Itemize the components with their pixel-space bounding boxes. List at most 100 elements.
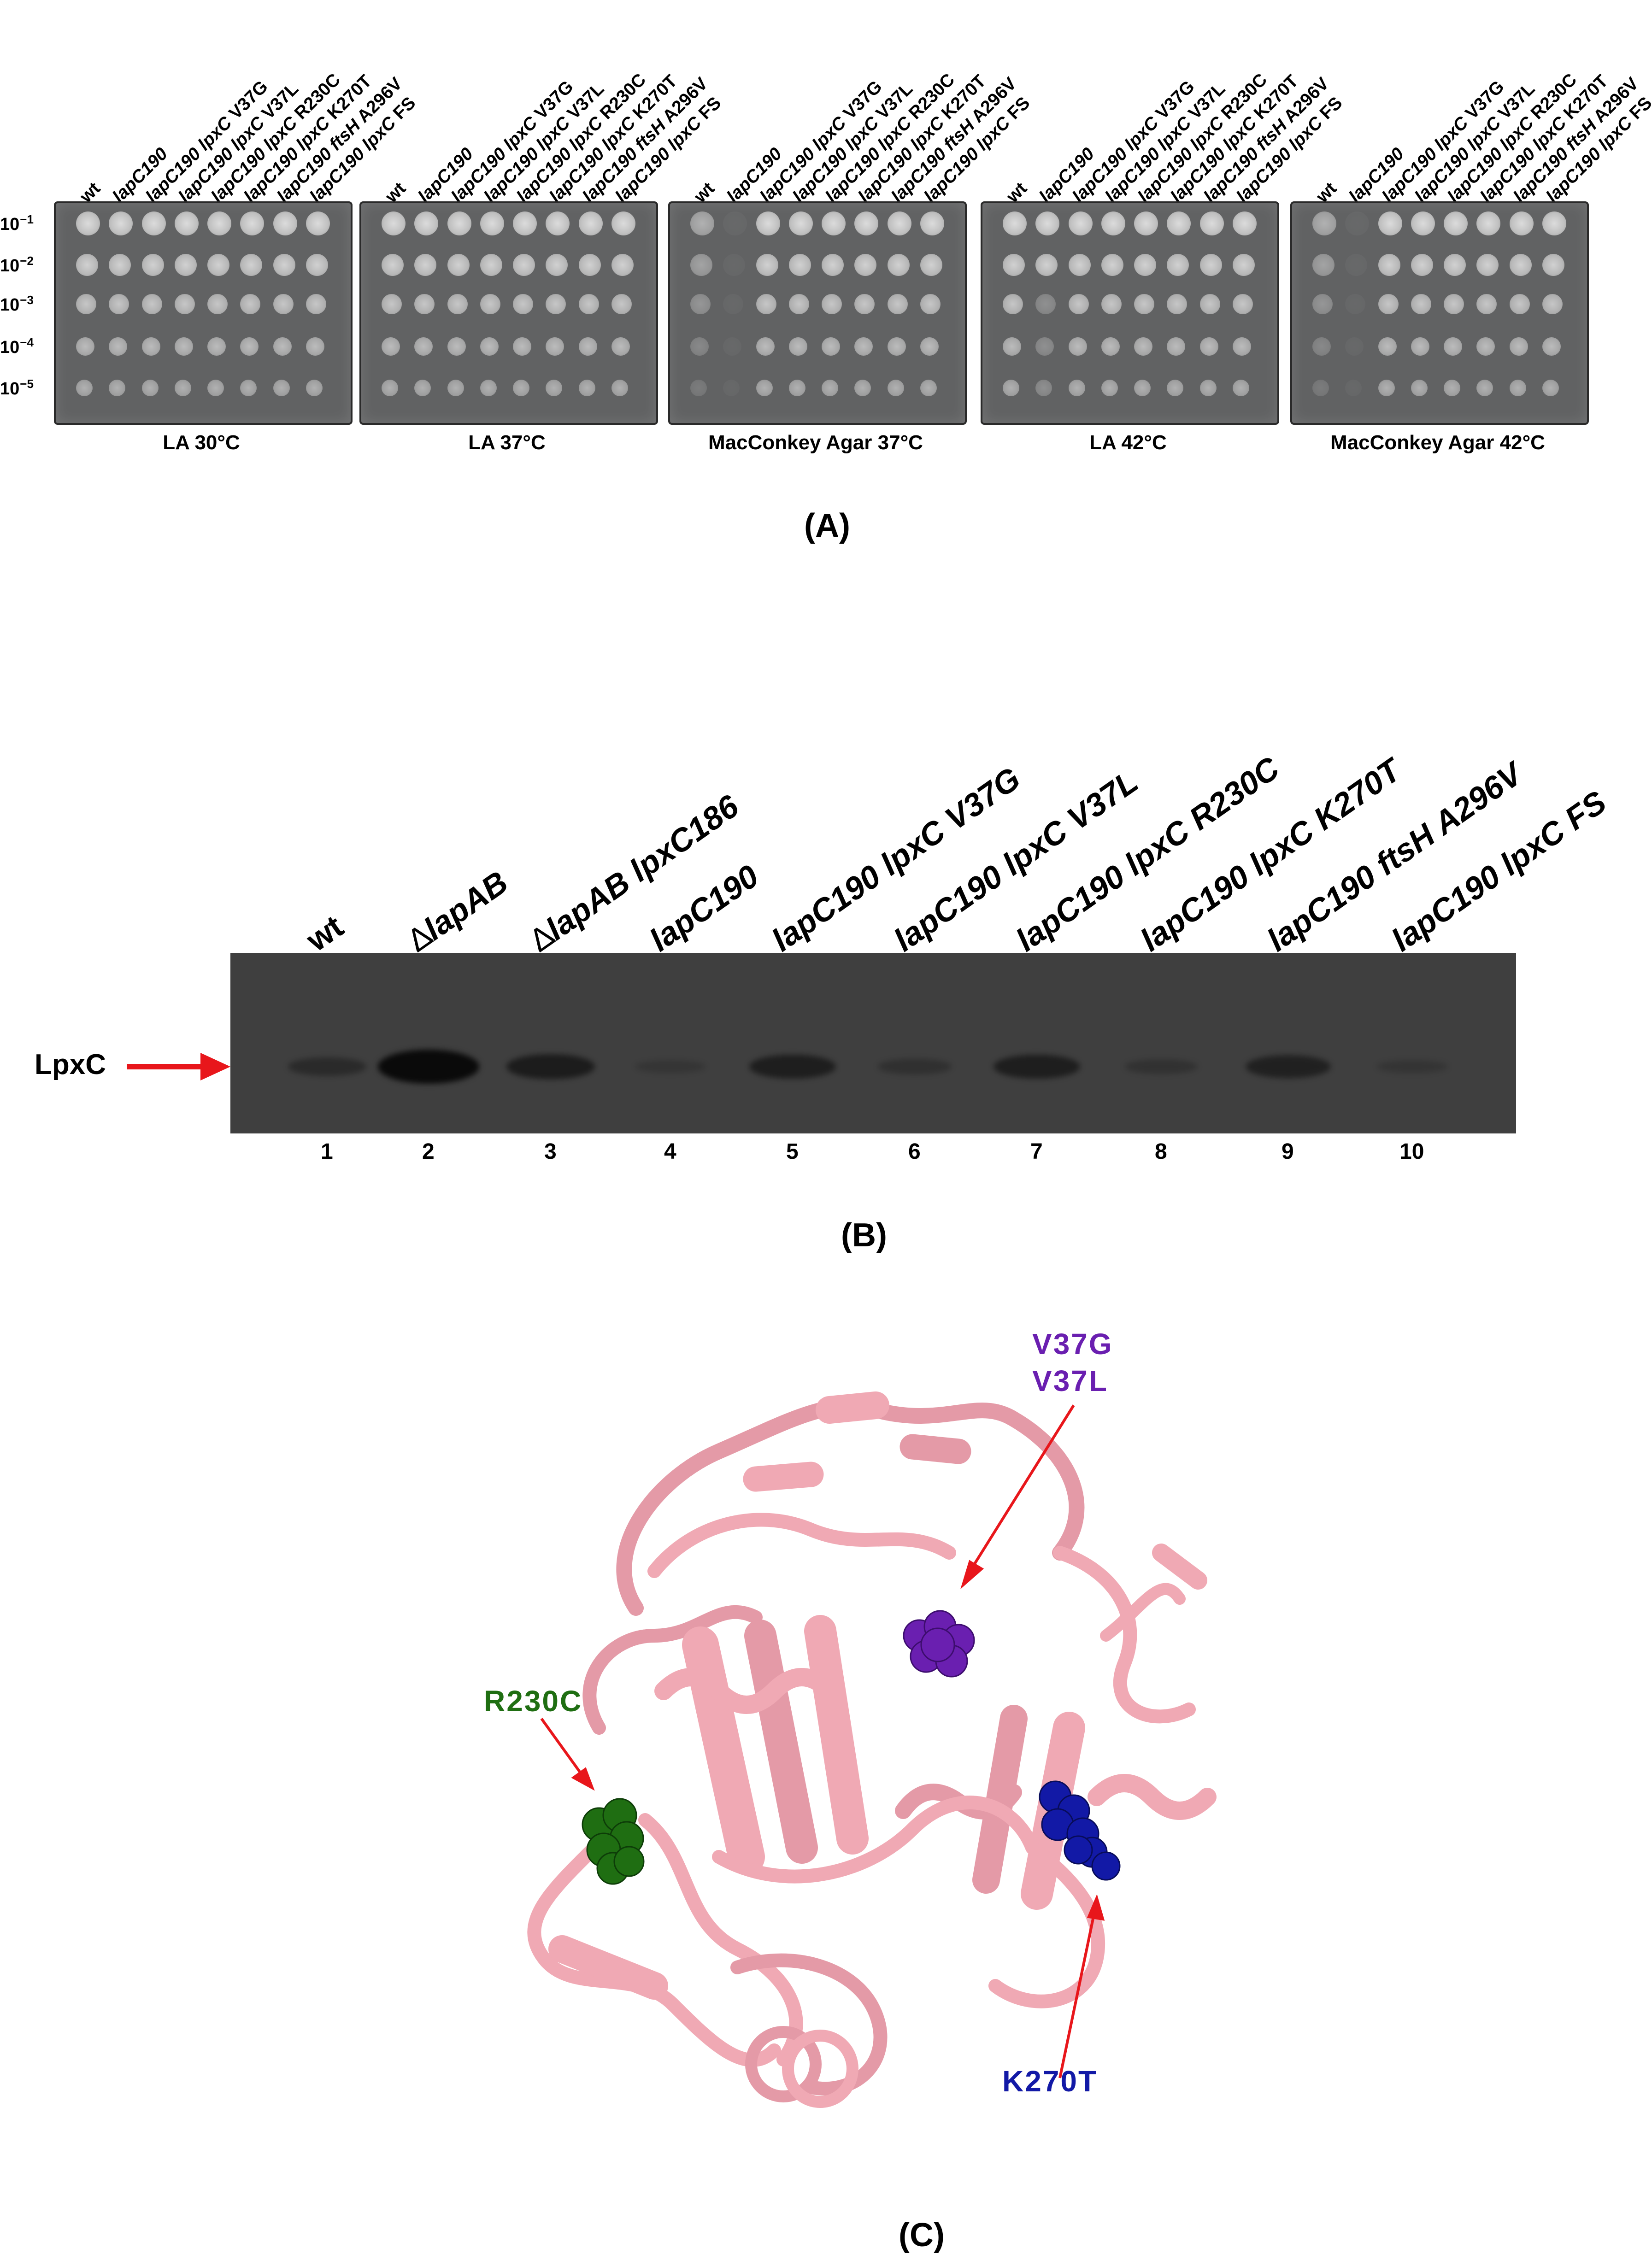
- colony-spot: [480, 294, 500, 314]
- colony-spot: [1199, 254, 1222, 276]
- colony-spot: [174, 211, 199, 235]
- colony-spot: [1068, 380, 1085, 396]
- western-band: [506, 1054, 595, 1080]
- colony-spot: [1232, 380, 1249, 396]
- colony-spot: [546, 294, 566, 314]
- colony-spot: [1444, 337, 1462, 356]
- lpxc-protein-structure: [527, 1391, 1217, 2108]
- v37g-label: V37G: [1032, 1327, 1113, 1361]
- colony-spot: [382, 294, 402, 314]
- colony-spot: [788, 337, 807, 356]
- colony-spot: [414, 254, 437, 276]
- colony-spot: [1378, 380, 1395, 396]
- lpxc-label: LpxC: [35, 1049, 106, 1080]
- colony-spot: [1312, 211, 1336, 235]
- colony-spot: [273, 254, 295, 276]
- colony-spot: [109, 211, 133, 235]
- colony-spot: [1444, 211, 1468, 235]
- colony-spot: [788, 254, 811, 276]
- colony-spot: [854, 294, 875, 314]
- colony-spot: [1378, 337, 1397, 356]
- colony-spot: [1476, 211, 1501, 235]
- colony-spot: [382, 337, 400, 356]
- colony-spot: [756, 294, 776, 314]
- colony-spot: [1378, 294, 1399, 314]
- colony-spot: [1068, 211, 1093, 235]
- colony-spot: [723, 337, 742, 356]
- colony-spot: [1411, 211, 1435, 235]
- colony-spot: [1444, 254, 1466, 276]
- colony-spot: [1134, 294, 1154, 314]
- colony-spot: [382, 211, 406, 235]
- lane-number: 9: [1282, 1139, 1294, 1164]
- colony-spot: [1199, 337, 1218, 356]
- colony-spot: [1232, 211, 1257, 235]
- lane-label: lapC190 lpxC FS: [1385, 784, 1613, 958]
- lane-number: 4: [664, 1139, 676, 1164]
- lane-number: 10: [1399, 1139, 1424, 1164]
- colony-spot: [578, 211, 603, 235]
- colony-spot: [887, 254, 910, 276]
- colony-spot: [1509, 380, 1526, 396]
- colony-spot: [240, 380, 257, 396]
- colony-spot: [1476, 254, 1499, 276]
- colony-spot: [1035, 337, 1054, 356]
- colony-spot: [1312, 337, 1331, 356]
- colony-spot: [480, 380, 497, 396]
- lane-label: wt: [300, 908, 350, 958]
- colony-spot: [723, 294, 744, 314]
- colony-spot: [273, 380, 290, 396]
- colony-spot: [447, 294, 468, 314]
- colony-spot: [447, 337, 466, 356]
- colony-spot: [1101, 337, 1120, 356]
- colony-spot: [1345, 294, 1366, 314]
- western-band: [993, 1054, 1081, 1079]
- colony-spot: [887, 294, 908, 314]
- colony-spot: [756, 337, 775, 356]
- colony-spot: [207, 254, 229, 276]
- colony-spot: [414, 211, 439, 235]
- lane-number: 7: [1030, 1139, 1043, 1164]
- colony-spot: [480, 337, 499, 356]
- colony-spot: [1068, 254, 1091, 276]
- colony-spot: [1378, 211, 1402, 235]
- colony-spot: [1542, 211, 1566, 235]
- colony-spot: [1378, 254, 1400, 276]
- western-band: [288, 1057, 366, 1076]
- colony-spot: [306, 380, 323, 396]
- colony-spot: [1509, 254, 1532, 276]
- colony-spot: [1167, 337, 1186, 356]
- colony-spot: [76, 337, 94, 356]
- colony-spot: [207, 211, 231, 235]
- colony-spot: [723, 380, 740, 396]
- colony-spot: [854, 337, 873, 356]
- colony-spot: [109, 254, 131, 276]
- colony-spot: [920, 337, 939, 356]
- colony-spot: [788, 294, 809, 314]
- colony-spot: [1167, 211, 1191, 235]
- agar-plate: [981, 201, 1279, 425]
- colony-spot: [578, 380, 595, 396]
- colony-spot: [240, 211, 265, 235]
- western-band: [378, 1050, 479, 1084]
- colony-spot: [1003, 337, 1021, 356]
- colony-spot: [1068, 337, 1087, 356]
- colony-spot: [578, 337, 597, 356]
- colony-spot: [1411, 254, 1433, 276]
- lane-number: 2: [422, 1139, 435, 1164]
- colony-spot: [414, 294, 435, 314]
- colony-spot: [756, 254, 778, 276]
- colony-spot: [1167, 294, 1188, 314]
- plate-condition-label: LA 42°C: [1089, 431, 1167, 454]
- colony-spot: [447, 254, 470, 276]
- colony-spot: [174, 294, 195, 314]
- plate-condition-label: LA 37°C: [468, 431, 546, 454]
- colony-spot: [109, 294, 129, 314]
- colony-spot: [611, 337, 630, 356]
- colony-spot: [1509, 211, 1534, 235]
- colony-spot: [76, 294, 96, 314]
- colony-spot: [174, 380, 191, 396]
- colony-spot: [240, 254, 263, 276]
- colony-spot: [1312, 380, 1329, 396]
- colony-spot: [1411, 337, 1429, 356]
